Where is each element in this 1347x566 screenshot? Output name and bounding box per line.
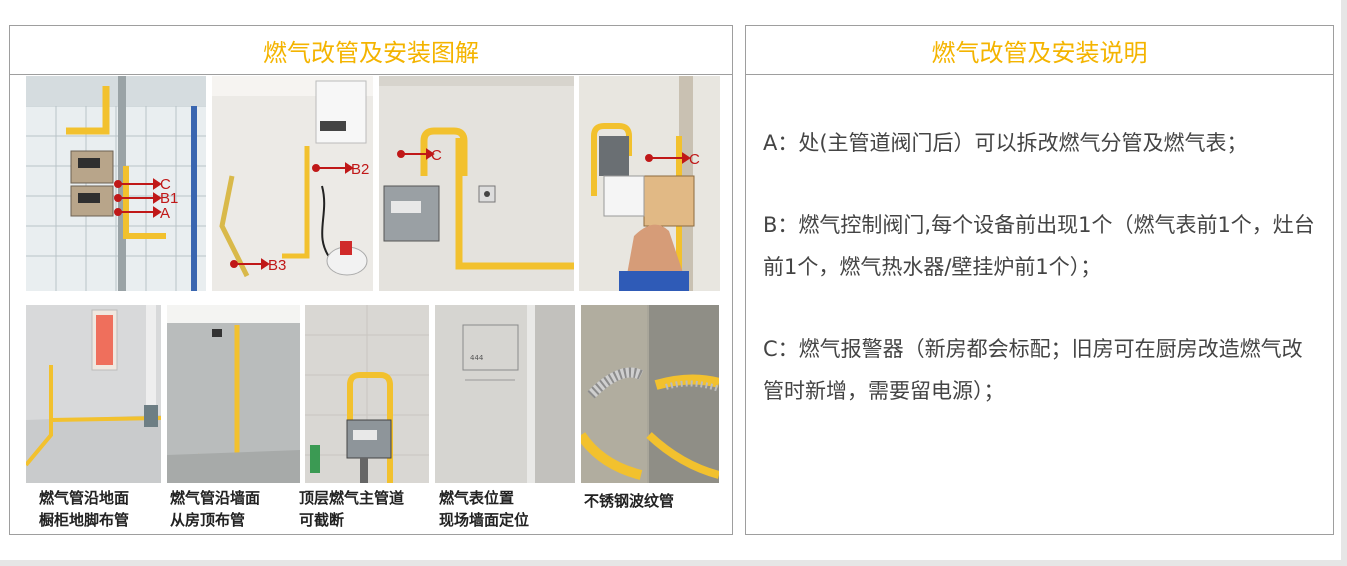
label-c: C	[160, 176, 171, 193]
label-b3: B3	[268, 257, 286, 274]
caption-corrugated-hose: 不锈钢波纹管	[584, 492, 675, 510]
label-c: C	[431, 147, 442, 164]
photo-meter-yellow-pipe: C	[379, 76, 574, 291]
photo-corrugated-hose	[581, 305, 719, 483]
instructions-title: 燃气改管及安装说明	[746, 26, 1333, 75]
caption-meter-position: 燃气表位置现场墙面定位	[439, 489, 530, 529]
illustration-title: 燃气改管及安装图解	[10, 26, 732, 75]
photo-top-floor-main	[305, 305, 429, 483]
photo-meters-tiled-wall: C B1 A	[26, 76, 206, 291]
instruction-c: C：燃气报警器（新房都会标配；旧房可在厨房改造燃气改管时新增，需要留电源）；	[763, 337, 1303, 403]
label-b1: B1	[160, 190, 178, 207]
photo-floor-pipe	[26, 305, 161, 483]
label-c: C	[689, 151, 700, 168]
instruction-a: A：处(主管道阀门后）可以拆改燃气分管及燃气表；	[763, 131, 1248, 155]
label-b2: B2	[351, 161, 369, 178]
svg-text:444: 444	[470, 354, 484, 362]
instructions-panel: 燃气改管及安装说明 A：处(主管道阀门后）可以拆改燃气分管及燃气表； B：燃气控…	[745, 25, 1334, 535]
photo-wall-pipe-ceiling	[167, 305, 300, 483]
instructions-list: A：处(主管道阀门后）可以拆改燃气分管及燃气表； B：燃气控制阀门,每个设备前出…	[763, 122, 1319, 452]
photo-gas-alarm-hand: C	[579, 76, 720, 291]
illustration-panel: 燃气改管及安装图解 C	[9, 25, 733, 535]
photo-meter-wall-marking: 444	[435, 305, 575, 483]
caption-top-floor: 顶层燃气主管道可截断	[299, 489, 405, 529]
caption-floor-pipe: 燃气管沿地面橱柜地脚布管	[39, 489, 130, 529]
label-a: A	[160, 205, 170, 222]
instruction-b: B：燃气控制阀门,每个设备前出现1个（燃气表前1个，灶台前1个，燃气热水器/壁挂…	[763, 213, 1315, 279]
caption-wall-pipe: 燃气管沿墙面从房顶布管	[170, 489, 261, 529]
photo-water-heater: B2 B3	[212, 76, 373, 291]
